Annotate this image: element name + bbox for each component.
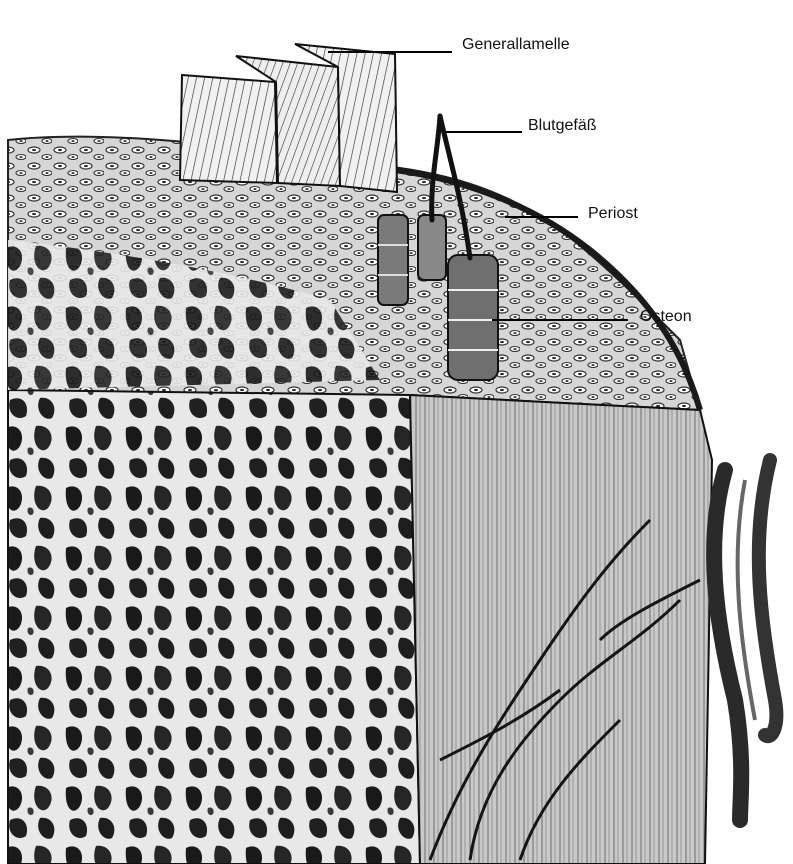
label-generallamelle: Generallamelle xyxy=(462,36,570,54)
label-osteon: Osteon xyxy=(640,308,692,326)
spongy-bone-left-face xyxy=(8,390,420,864)
label-blutgefaess: Blutgefäß xyxy=(528,117,596,135)
label-periost: Periost xyxy=(588,205,638,223)
